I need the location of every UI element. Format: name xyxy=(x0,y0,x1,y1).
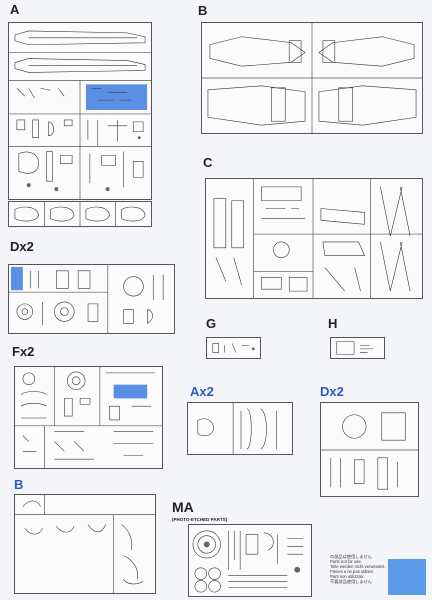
sprue-a-blue-diagram xyxy=(187,402,293,455)
sprue-label-h: H xyxy=(328,316,338,331)
legend-line-de: Teile werden nicht verwendet. xyxy=(330,564,386,569)
sprue-b-blue-diagram xyxy=(14,494,156,594)
sprue-d-diagram-left xyxy=(8,264,175,334)
sprue-f-diagram xyxy=(14,366,163,469)
legend-line-it: Parti non utilizzati. xyxy=(330,574,364,579)
sprue-h-diagram xyxy=(330,337,385,359)
sprue-b-diagram xyxy=(201,22,423,134)
legend-line-fr: Pieces a ne pas utiliser. xyxy=(330,569,374,574)
sprue-g-diagram xyxy=(206,337,261,359)
legend-line-cn: 不要部品使用しません xyxy=(330,579,372,584)
sprue-label-f: Fx2 xyxy=(12,344,35,359)
sprue-a-diagram xyxy=(8,22,152,200)
unused-parts-legend: の部品は使用しません Parts not for use. Teile werd… xyxy=(330,554,430,584)
sprue-ma-diagram xyxy=(188,524,312,597)
sprue-label-a-blue: Ax2 xyxy=(190,384,214,399)
sprue-label-a: A xyxy=(10,2,20,17)
sprue-label-b: B xyxy=(198,3,208,18)
unused-parts-color-swatch xyxy=(388,559,426,595)
sprue-label-d-blue: Dx2 xyxy=(320,384,344,399)
sprue-label-c: C xyxy=(203,155,213,170)
sprue-c-diagram xyxy=(205,178,423,299)
sprue-label-b-blue: B xyxy=(14,477,24,492)
photo-etched-subtitle: (PHOTO-ETCHED PARTS) xyxy=(172,517,228,522)
sprue-d-diagram-right xyxy=(320,402,419,497)
legend-line-jp: の部品は使用しません xyxy=(330,554,372,559)
sprue-label-d-left: Dx2 xyxy=(10,239,34,254)
sprue-label-ma: MA xyxy=(172,499,194,515)
sprue-label-g: G xyxy=(206,316,217,331)
legend-line-en: Parts not for use. xyxy=(330,559,362,564)
sprue-a-extension xyxy=(8,201,152,227)
